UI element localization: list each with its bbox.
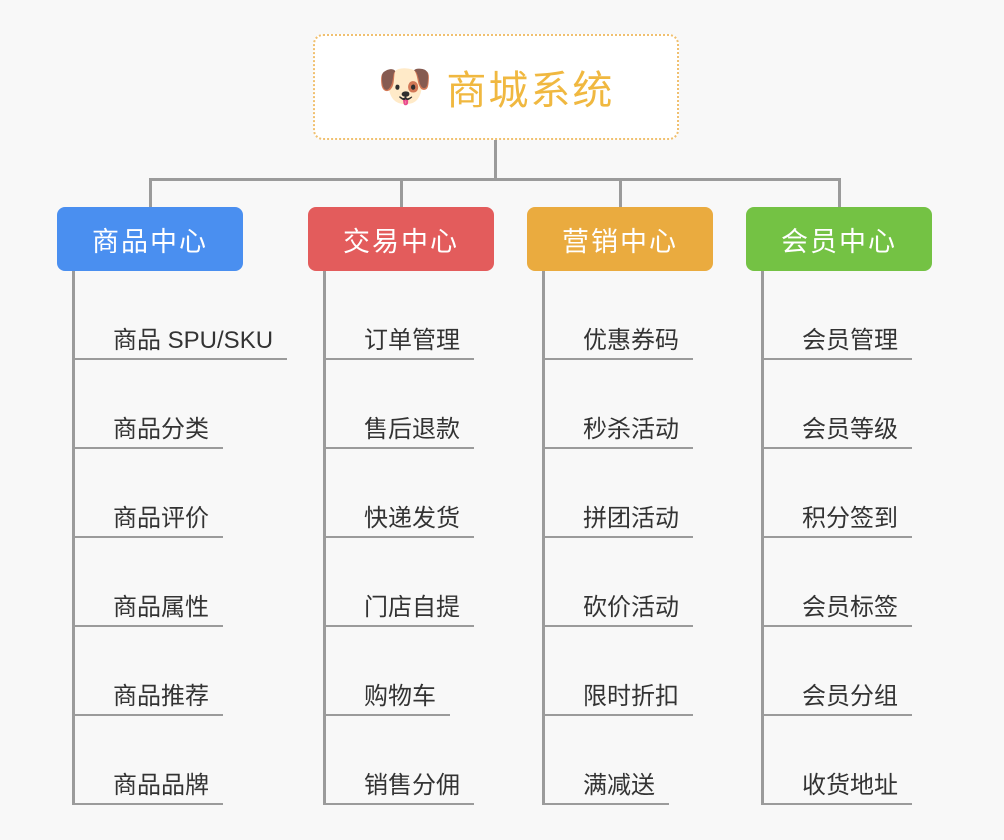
list-item[interactable]: 收货地址	[764, 716, 946, 805]
root-node[interactable]: 🐶 商城系统	[313, 34, 679, 140]
leaf-underline	[545, 358, 693, 360]
category-box-1[interactable]: 商品中心	[57, 207, 243, 271]
category-label-1: 商品中心	[92, 226, 208, 257]
leaf-label: 快递发货	[364, 504, 460, 532]
leaf-label: 商品 SPU/SKU	[113, 326, 274, 354]
leaf-underline	[326, 536, 474, 538]
category-label-2: 交易中心	[343, 226, 459, 257]
leaf-underline	[764, 625, 912, 627]
list-item[interactable]: 订单管理	[326, 271, 508, 360]
list-item[interactable]: 销售分佣	[326, 716, 508, 805]
branch-column-4: 会员中心 会员管理 会员等级 积分签到 会员标签 会员分组	[746, 207, 946, 805]
leaf-list-2: 订单管理 售后退款 快递发货 门店自提 购物车 销售分佣	[323, 271, 508, 805]
leaf-underline	[545, 714, 693, 716]
leaf-underline	[764, 803, 912, 805]
branch-column-2: 交易中心 订单管理 售后退款 快递发货 门店自提 购物车	[308, 207, 508, 805]
leaf-underline	[545, 536, 693, 538]
leaf-underline	[75, 714, 223, 716]
category-label-3: 营销中心	[562, 226, 678, 257]
leaf-label: 会员分组	[802, 682, 898, 710]
leaf-label: 会员管理	[802, 326, 898, 354]
list-item[interactable]: 会员分组	[764, 627, 946, 716]
leaf-underline	[326, 714, 450, 716]
list-item[interactable]: 优惠券码	[545, 271, 727, 360]
leaf-underline	[326, 447, 474, 449]
leaf-label: 限时折扣	[583, 682, 679, 710]
leaf-underline	[75, 447, 223, 449]
leaf-list-1: 商品 SPU/SKU 商品分类 商品评价 商品属性 商品推荐 商品品牌	[72, 271, 287, 805]
leaf-label: 会员标签	[802, 593, 898, 621]
connector-drop-4	[838, 178, 841, 208]
list-item[interactable]: 会员等级	[764, 360, 946, 449]
leaf-underline	[75, 625, 223, 627]
leaf-underline	[545, 625, 693, 627]
leaf-list-4: 会员管理 会员等级 积分签到 会员标签 会员分组 收货地址	[761, 271, 946, 805]
leaf-underline	[764, 358, 912, 360]
leaf-underline	[764, 536, 912, 538]
leaf-underline	[326, 358, 474, 360]
list-item[interactable]: 商品 SPU/SKU	[75, 271, 287, 360]
leaf-label: 购物车	[364, 682, 436, 710]
list-item[interactable]: 砍价活动	[545, 538, 727, 627]
branch-column-3: 营销中心 优惠券码 秒杀活动 拼团活动 砍价活动 限时折扣	[527, 207, 727, 805]
leaf-list-3: 优惠券码 秒杀活动 拼团活动 砍价活动 限时折扣 满减送	[542, 271, 727, 805]
leaf-label: 售后退款	[364, 415, 460, 443]
category-box-4[interactable]: 会员中心	[746, 207, 932, 271]
list-item[interactable]: 会员标签	[764, 538, 946, 627]
list-item[interactable]: 拼团活动	[545, 449, 727, 538]
list-item[interactable]: 商品推荐	[75, 627, 257, 716]
list-item[interactable]: 快递发货	[326, 449, 508, 538]
connector-drop-2	[400, 178, 403, 208]
list-item[interactable]: 满减送	[545, 716, 727, 805]
leaf-label: 积分签到	[802, 504, 898, 532]
leaf-label: 销售分佣	[364, 771, 460, 799]
leaf-label: 秒杀活动	[583, 415, 679, 443]
leaf-underline	[764, 447, 912, 449]
list-item[interactable]: 商品属性	[75, 538, 257, 627]
leaf-underline	[545, 803, 669, 805]
connector-drop-1	[149, 178, 152, 208]
leaf-label: 商品属性	[113, 593, 209, 621]
leaf-label: 订单管理	[364, 326, 460, 354]
list-item[interactable]: 商品分类	[75, 360, 257, 449]
leaf-label: 商品品牌	[113, 771, 209, 799]
leaf-label: 门店自提	[364, 593, 460, 621]
leaf-underline	[75, 803, 223, 805]
list-item[interactable]: 商品品牌	[75, 716, 257, 805]
category-box-2[interactable]: 交易中心	[308, 207, 494, 271]
category-label-4: 会员中心	[781, 226, 897, 257]
list-item[interactable]: 商品评价	[75, 449, 257, 538]
leaf-underline	[764, 714, 912, 716]
leaf-underline	[545, 447, 693, 449]
list-item[interactable]: 会员管理	[764, 271, 946, 360]
leaf-label: 拼团活动	[583, 504, 679, 532]
leaf-label: 收货地址	[802, 771, 898, 799]
leaf-label: 满减送	[583, 771, 655, 799]
leaf-label: 砍价活动	[583, 593, 679, 621]
connector-horizontal-bus	[149, 178, 841, 181]
root-title: 商城系统	[446, 69, 615, 113]
list-item[interactable]: 门店自提	[326, 538, 508, 627]
leaf-label: 商品分类	[113, 415, 209, 443]
leaf-label: 会员等级	[802, 415, 898, 443]
branch-column-1: 商品中心 商品 SPU/SKU 商品分类 商品评价 商品属性 商品推荐	[57, 207, 287, 805]
leaf-underline	[326, 625, 474, 627]
category-box-3[interactable]: 营销中心	[527, 207, 713, 271]
shiba-dog-face-icon: 🐶	[377, 62, 433, 111]
connector-drop-3	[619, 178, 622, 208]
leaf-underline	[326, 803, 474, 805]
list-item[interactable]: 售后退款	[326, 360, 508, 449]
leaf-label: 商品评价	[113, 504, 209, 532]
leaf-label: 商品推荐	[113, 682, 209, 710]
list-item[interactable]: 秒杀活动	[545, 360, 727, 449]
list-item[interactable]: 限时折扣	[545, 627, 727, 716]
list-item[interactable]: 购物车	[326, 627, 508, 716]
connector-root-vertical	[494, 140, 497, 180]
leaf-underline	[75, 358, 287, 360]
list-item[interactable]: 积分签到	[764, 449, 946, 538]
leaf-underline	[75, 536, 223, 538]
leaf-label: 优惠券码	[583, 326, 679, 354]
